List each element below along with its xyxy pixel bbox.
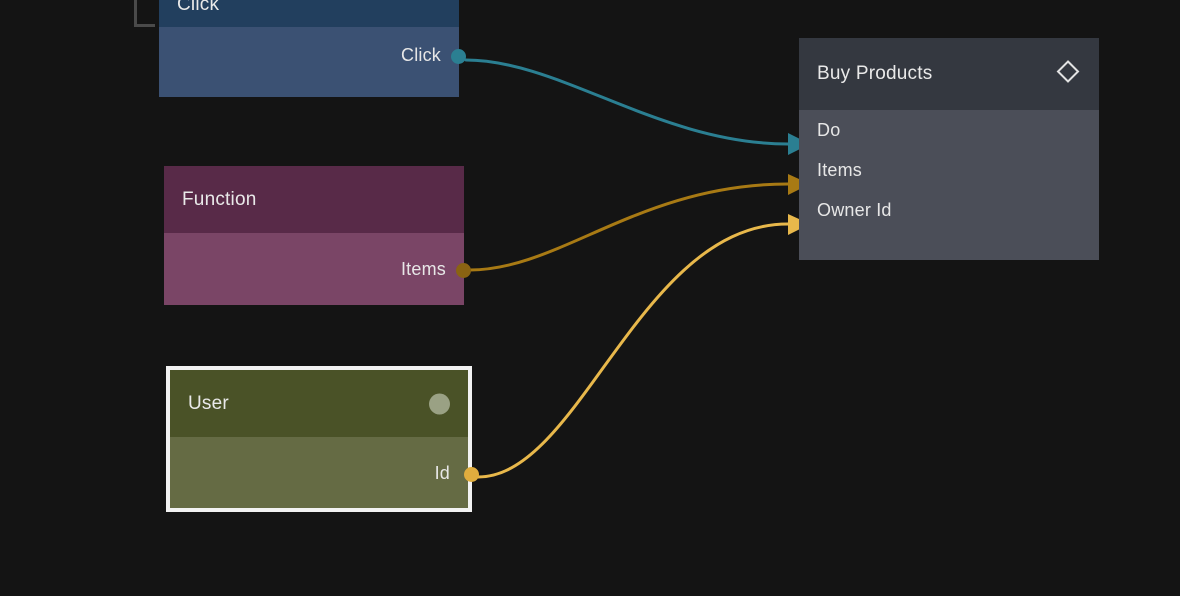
node-click-body: Click — [159, 27, 466, 97]
edge-id-to-ownerid[interactable] — [476, 214, 810, 479]
node-user[interactable]: User Id — [166, 366, 479, 512]
node-buy-products-body: Do Items Owner Id — [799, 110, 1099, 260]
input-port-row-do[interactable]: Do — [817, 110, 840, 150]
node-buy-products-title: Buy Products — [817, 63, 933, 84]
node-click-header[interactable]: Click — [159, 0, 459, 27]
edge-click-to-do[interactable] — [464, 58, 810, 155]
output-port-row-items[interactable]: Items — [401, 259, 446, 280]
node-function[interactable]: Function Items — [164, 166, 471, 305]
node-click[interactable]: Click Click — [159, 0, 466, 97]
node-function-body: Items — [164, 233, 471, 305]
corner-bracket-marker — [134, 0, 155, 27]
node-function-header[interactable]: Function — [164, 166, 464, 233]
output-port-dot-click[interactable] — [451, 49, 466, 64]
input-port-label-owner-id: Owner Id — [817, 199, 892, 220]
input-port-row-owner-id[interactable]: Owner Id — [817, 190, 892, 230]
output-port-label-id: Id — [434, 463, 450, 483]
diamond-icon — [1055, 59, 1081, 90]
output-port-dot-items[interactable] — [456, 263, 471, 278]
input-port-label-do: Do — [817, 119, 841, 140]
node-user-title: User — [188, 392, 229, 414]
node-buy-products-header[interactable]: Buy Products — [799, 38, 1099, 110]
output-port-row-click[interactable]: Click — [401, 45, 441, 66]
node-buy-products[interactable]: Buy Products Do Items Owner Id — [799, 38, 1099, 260]
node-click-title: Click — [177, 0, 220, 15]
edge-items-to-items[interactable] — [468, 174, 810, 272]
output-port-row-id[interactable]: Id — [435, 463, 450, 484]
node-user-body: Id — [170, 437, 479, 508]
input-port-row-items[interactable]: Items — [817, 150, 862, 190]
circle-icon — [429, 393, 450, 414]
node-user-header[interactable]: User — [170, 370, 468, 437]
output-port-label-items: Items — [400, 259, 446, 279]
output-port-label-click: Click — [401, 45, 441, 65]
output-port-dot-id[interactable] — [464, 467, 479, 482]
input-port-label-items: Items — [817, 159, 863, 180]
node-function-title: Function — [182, 188, 257, 210]
